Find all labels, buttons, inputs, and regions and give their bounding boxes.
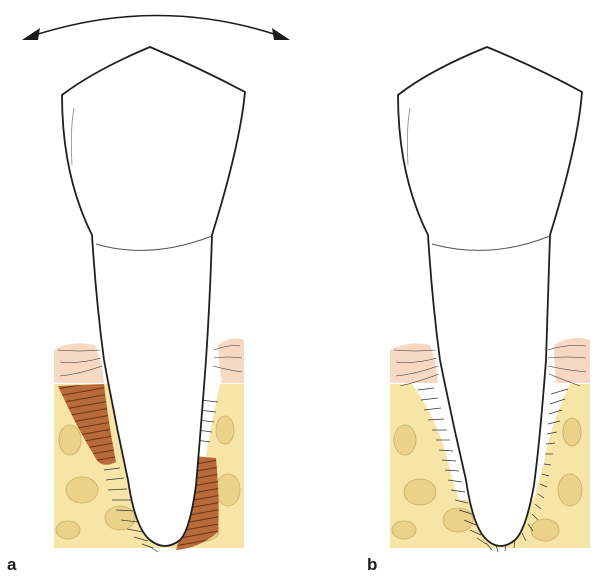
panel-label-a: a [7,556,16,573]
gingiva-right-a [218,338,244,383]
mobility-arrow [22,16,290,41]
panel-a [54,47,245,552]
gingiva-right-b [554,338,590,383]
gingiva-left-a [54,343,104,383]
arrow-head-right [272,28,290,40]
panel-label-b: b [367,556,377,573]
arrow-head-left [22,28,40,40]
panel-b [390,47,590,552]
